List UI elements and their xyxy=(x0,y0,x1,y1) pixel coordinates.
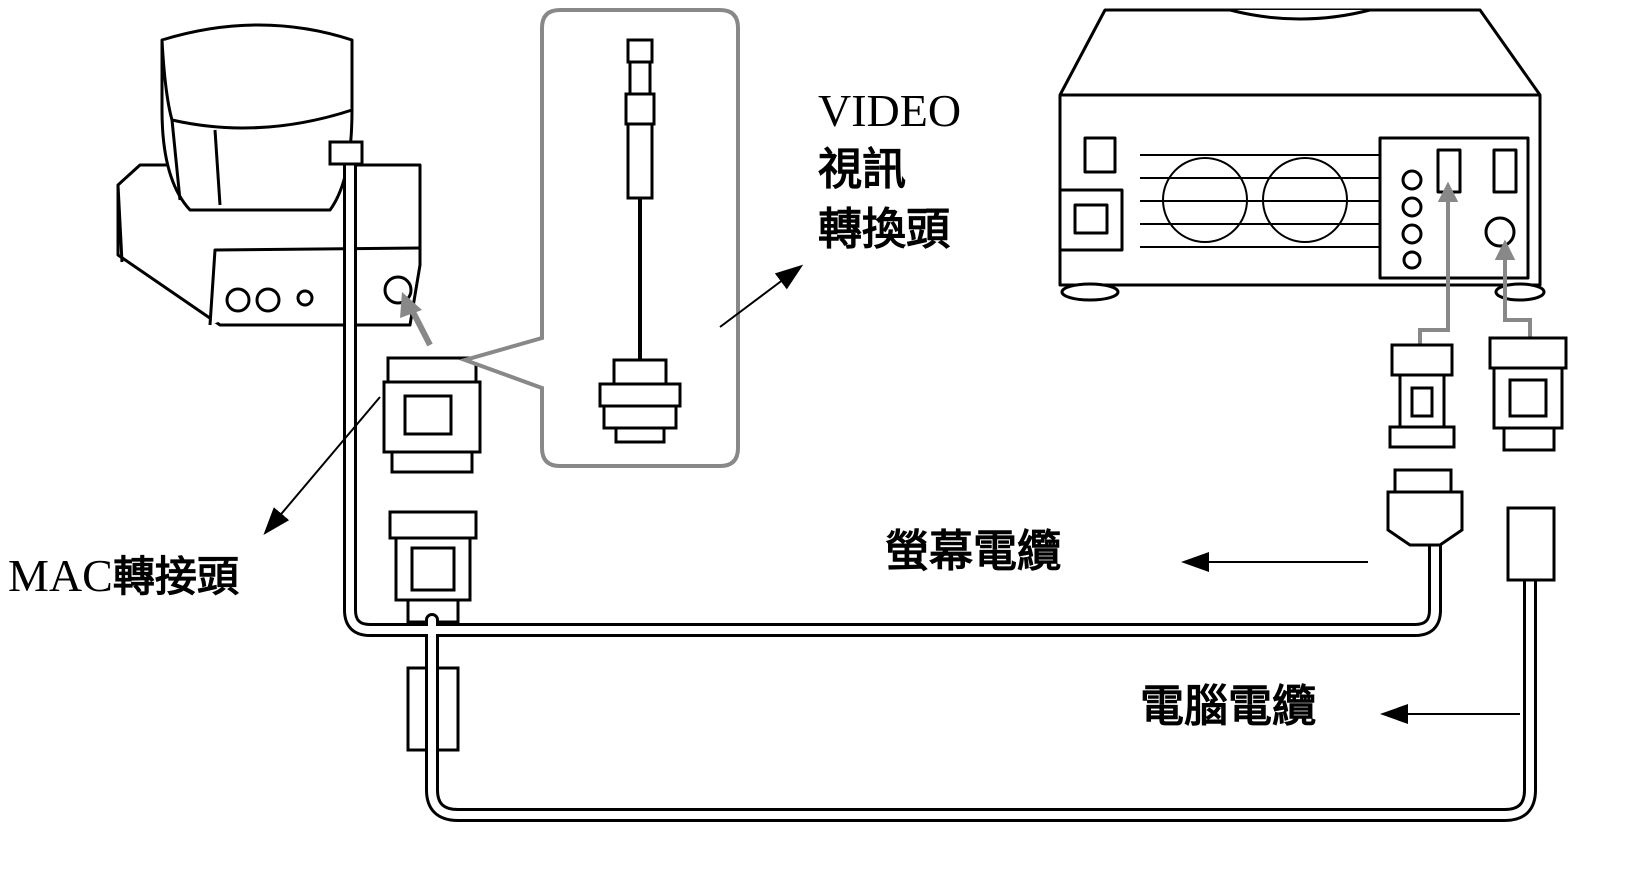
video-adapter-label-line2: 視訊 xyxy=(818,144,906,195)
pc-cable-plug-right xyxy=(1488,336,1568,582)
mac-adapter-label-suffix: 轉接頭 xyxy=(112,552,239,601)
pc-cable-label: 電腦電纜 xyxy=(1140,681,1316,732)
monitor-adapter-right xyxy=(1386,343,1464,547)
mac-adapter-label-prefix: MAC xyxy=(8,550,113,601)
video-adapter-label-line3: 轉換頭 xyxy=(818,204,950,255)
video-adapter-label-line1: VIDEO xyxy=(818,85,962,136)
projector xyxy=(1058,8,1546,302)
port-guides xyxy=(1418,181,1532,345)
mac-adapter xyxy=(382,356,482,474)
video-adapter-callout xyxy=(458,8,740,468)
vga-plug-left xyxy=(388,510,478,752)
insert-arrow xyxy=(400,292,433,347)
monitor-cable-plug xyxy=(328,140,364,166)
pointer-arrows xyxy=(263,264,1520,724)
monitor-cable-label: 螢幕電纜 xyxy=(885,526,1061,577)
mac-adapter-label: MAC轉接頭 xyxy=(8,552,239,599)
mac-computer xyxy=(116,23,422,327)
